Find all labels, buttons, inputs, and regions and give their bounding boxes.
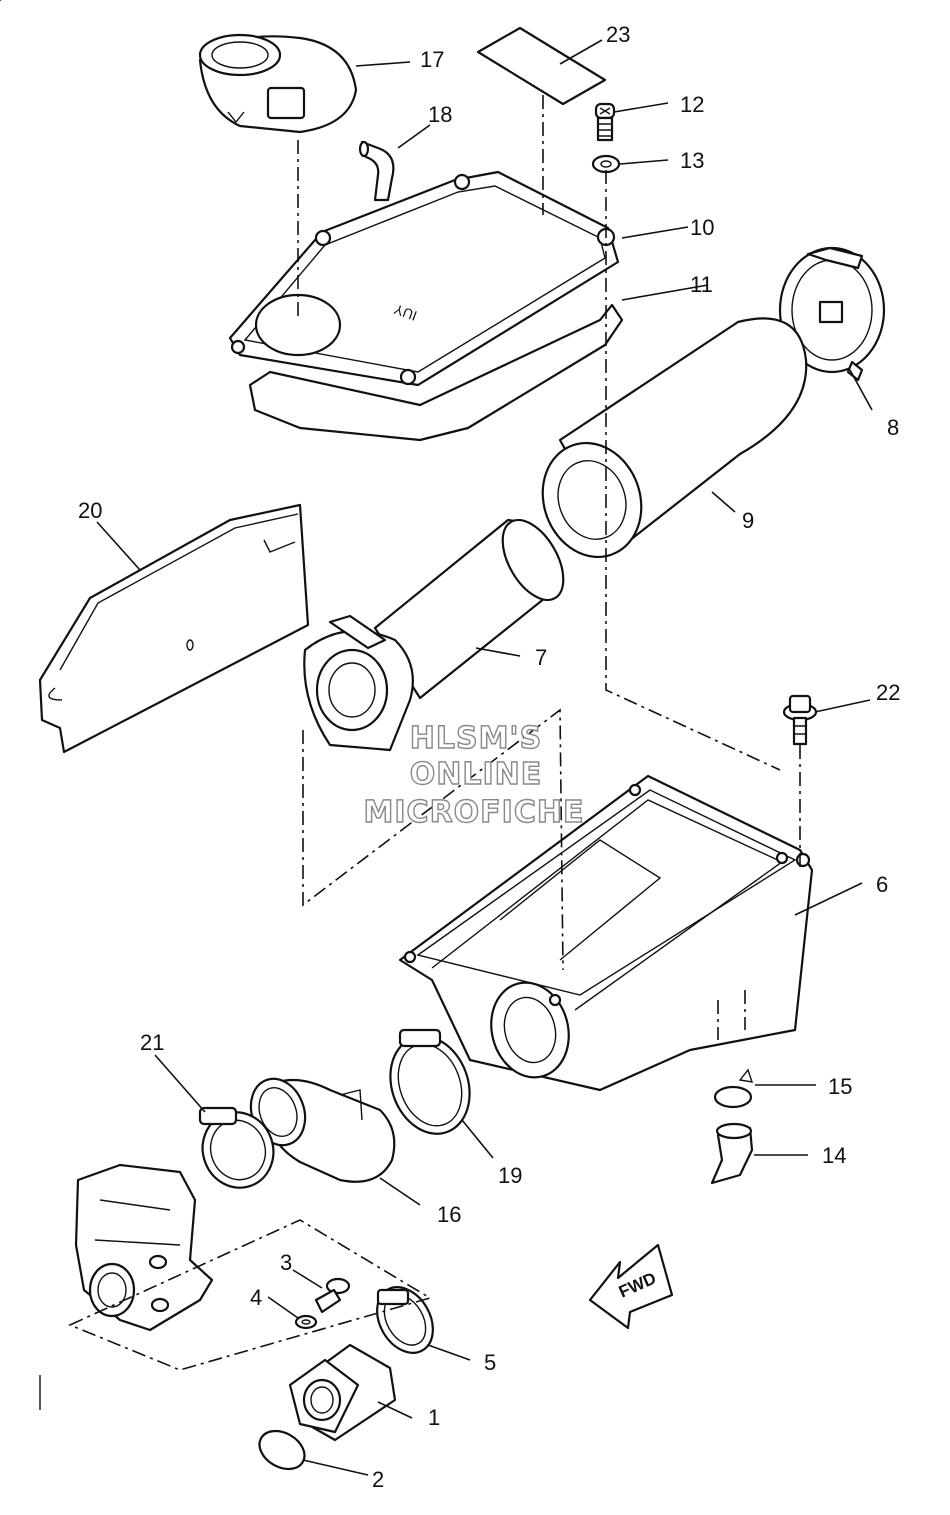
callout-3: 3 [280,1250,292,1275]
callout-12: 12 [680,92,704,117]
callout-1: 1 [428,1405,440,1430]
callout-14: 14 [822,1143,846,1168]
part-2-o-ring [258,1429,306,1471]
part-7-filter-holder [303,518,565,752]
part-17-duct-cap [198,33,358,134]
callout-6: 6 [876,872,888,897]
callout-numbers: 1 2 3 4 5 6 7 8 9 10 11 12 13 14 15 16 1… [78,22,900,1492]
callout-7: 7 [535,645,547,670]
watermark-line-3: MICROFICHE [364,795,585,830]
leader-lines [0,0,873,1476]
part-15-clamp [713,1068,754,1109]
callout-15: 15 [828,1074,852,1099]
part-14-drain [710,1122,754,1185]
part-10-cover: IUY [228,170,620,387]
part-5-clamp [376,1286,434,1354]
part-4-washer [294,1314,318,1330]
part-13-washer [591,154,621,174]
callout-19: 19 [498,1163,522,1188]
callout-10: 10 [690,215,714,240]
cover-marking: IUY [391,301,419,324]
callout-18: 18 [428,102,452,127]
part-1-carburetor-joint [288,1343,397,1442]
part-22-bolt [782,694,818,746]
watermark: HLSM'S ONLINE MICROFICHE [363,720,585,830]
part-20-plate [38,503,310,754]
part-9-filter-element [541,317,808,559]
part-21-clamp [198,1106,275,1189]
part-18-hose-elbow [358,140,395,202]
callout-21: 21 [140,1030,164,1055]
assembly-lines [67,95,801,1371]
callout-22: 22 [876,680,900,705]
callout-23: 23 [606,22,630,47]
callout-16: 16 [437,1202,461,1227]
callout-9: 9 [742,508,754,533]
watermark-line-1: HLSM'S [410,721,542,756]
part-12-screw [594,102,616,142]
engine-block-outline [74,1163,214,1332]
part-8-end-cap [778,246,886,382]
part-19-clamp [389,1028,471,1135]
callout-8: 8 [887,415,899,440]
callout-2: 2 [372,1467,384,1492]
callout-5: 5 [484,1350,496,1375]
callout-17: 17 [420,47,444,72]
callout-20: 20 [78,498,102,523]
part-6-air-box-case [398,774,814,1092]
part-11-seal [248,303,624,442]
watermark-line-2: ONLINE [410,757,543,792]
callout-4: 4 [250,1285,262,1310]
callout-13: 13 [680,148,704,173]
fwd-direction-arrow: FWD [588,1243,674,1330]
part-23-label [476,26,607,106]
part-3-screw [314,1277,351,1314]
callout-11: 11 [690,272,713,297]
